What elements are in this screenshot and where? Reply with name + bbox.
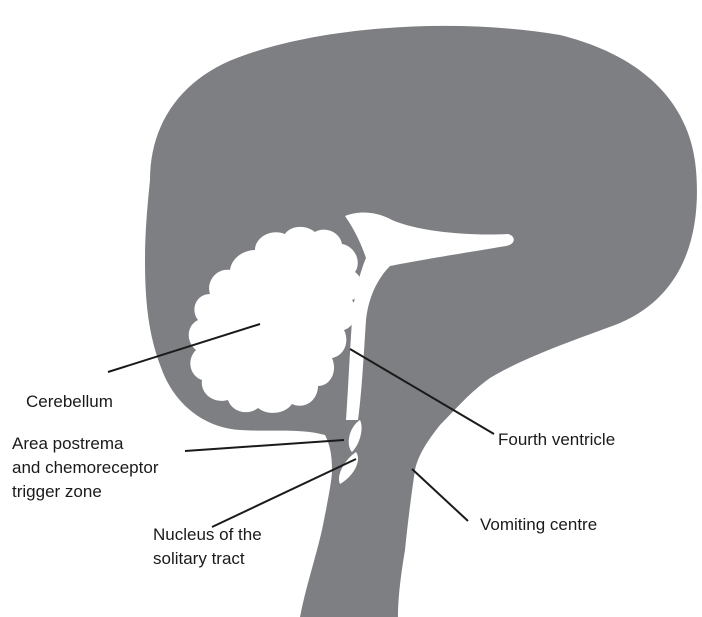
label-nucleus-solitary-tract: Nucleus of the solitary tract: [153, 523, 262, 571]
label-fourth-ventricle: Fourth ventricle: [498, 428, 615, 452]
leader-line-vomiting-centre: [412, 469, 468, 521]
label-cerebellum: Cerebellum: [26, 390, 113, 414]
leader-line-area-postrema: [185, 440, 344, 451]
label-vomiting-centre: Vomiting centre: [480, 513, 597, 537]
label-area-postrema: Area postrema and chemoreceptor trigger …: [12, 432, 158, 504]
